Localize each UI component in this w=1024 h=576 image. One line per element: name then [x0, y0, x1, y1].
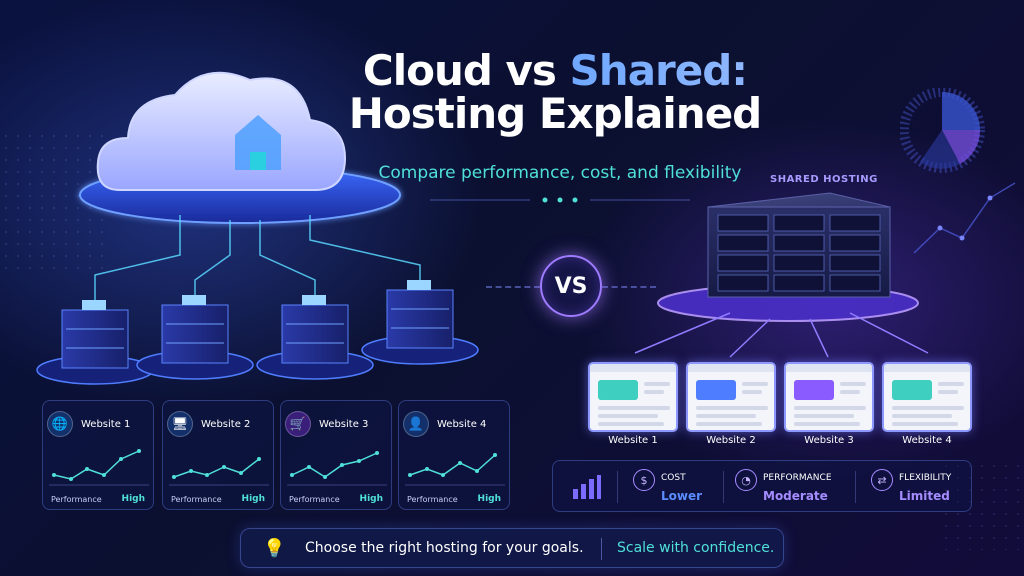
cloud-website-label: Website 4 — [437, 419, 487, 430]
shared-website-label: Website 1 — [608, 435, 658, 446]
cloud-website-card: 👤 Website 4 Performance High — [398, 400, 510, 510]
stats-separator — [855, 471, 856, 503]
title-part1: Cloud vs — [362, 46, 570, 95]
monitor-icon: 🖥 — [167, 411, 193, 437]
performance-sparkline — [49, 449, 149, 486]
stats-separator — [723, 471, 724, 503]
performance-label: Performance — [171, 495, 222, 504]
bottom-separator — [601, 538, 602, 560]
cart-icon: 🛒 — [285, 411, 311, 437]
vs-badge: VS — [540, 255, 602, 317]
shared-hosting-label: SHARED HOSTING — [770, 174, 878, 185]
website-window — [784, 362, 874, 432]
vs-line-left — [486, 286, 540, 288]
cloud-hosting-illustration — [36, 71, 479, 385]
performance-label: Performance — [51, 495, 102, 504]
cloud-website-label: Website 3 — [319, 419, 369, 430]
decorative-pie-chart — [900, 88, 1016, 254]
cloud-server-1 — [36, 300, 154, 385]
shared-website-label: Website 2 — [706, 435, 756, 446]
website-window — [588, 362, 678, 432]
gauge-icon: ◔ — [735, 469, 757, 491]
vs-line-right — [602, 286, 656, 288]
bar-chart-icon — [573, 475, 601, 499]
shared-website-label: Website 3 — [804, 435, 854, 446]
cloud-website-card: 🌐 Website 1 Performance High — [42, 400, 154, 510]
cloud-server-2 — [136, 295, 254, 380]
shared-website-label: Website 4 — [902, 435, 952, 446]
lightbulb-icon: 💡 — [263, 538, 286, 559]
performance-level: High — [241, 494, 265, 504]
performance-level: High — [121, 494, 145, 504]
bottom-banner: 💡 Choose the right hosting for your goal… — [240, 528, 784, 568]
stats-separator — [617, 471, 618, 503]
performance-level: High — [477, 494, 501, 504]
cloud-server-3 — [256, 295, 374, 380]
title-line2: Hosting Explained — [348, 88, 763, 138]
subtitle: Compare performance, cost, and flexibili… — [378, 163, 742, 183]
cloud-website-card: 🛒 Website 3 Performance High — [280, 400, 392, 510]
performance-label: Performance — [407, 495, 458, 504]
dollar-icon: $ — [633, 469, 655, 491]
stat-performance-title: PERFORMANCE — [763, 473, 832, 483]
title-accent: Shared: — [569, 46, 749, 95]
cloud-website-label: Website 1 — [81, 419, 131, 430]
shared-stats-panel: $ COST Lower ◔ PERFORMANCE Moderate ⇄ FL… — [552, 460, 972, 512]
title-divider — [430, 197, 690, 203]
shared-server-illustration — [634, 192, 929, 358]
arrows-icon: ⇄ — [871, 469, 893, 491]
website-window — [882, 362, 972, 432]
globe-icon: 🌐 — [47, 411, 73, 437]
performance-label: Performance — [289, 495, 340, 504]
stat-flexibility-title: FLEXIBILITY — [899, 473, 952, 483]
performance-sparkline — [169, 457, 269, 486]
bottom-text: Choose the right hosting for your goals. — [305, 540, 584, 556]
performance-sparkline — [287, 451, 387, 486]
website-window — [686, 362, 776, 432]
cloud-server-4 — [361, 280, 479, 365]
performance-level: High — [359, 494, 383, 504]
bottom-text-secondary: Scale with confidence. — [617, 540, 775, 556]
stat-performance-value: Moderate — [763, 489, 828, 503]
cloud-website-label: Website 2 — [201, 419, 251, 430]
stat-cost-title: COST — [661, 473, 686, 483]
user-icon: 👤 — [403, 411, 429, 437]
stat-cost-value: Lower — [661, 489, 703, 503]
performance-sparkline — [405, 453, 505, 486]
cloud-website-card: 🖥 Website 2 Performance High — [162, 400, 274, 510]
stat-flexibility-value: Limited — [899, 489, 950, 503]
page-title: Cloud vs Shared: Hosting Explained — [340, 49, 770, 138]
